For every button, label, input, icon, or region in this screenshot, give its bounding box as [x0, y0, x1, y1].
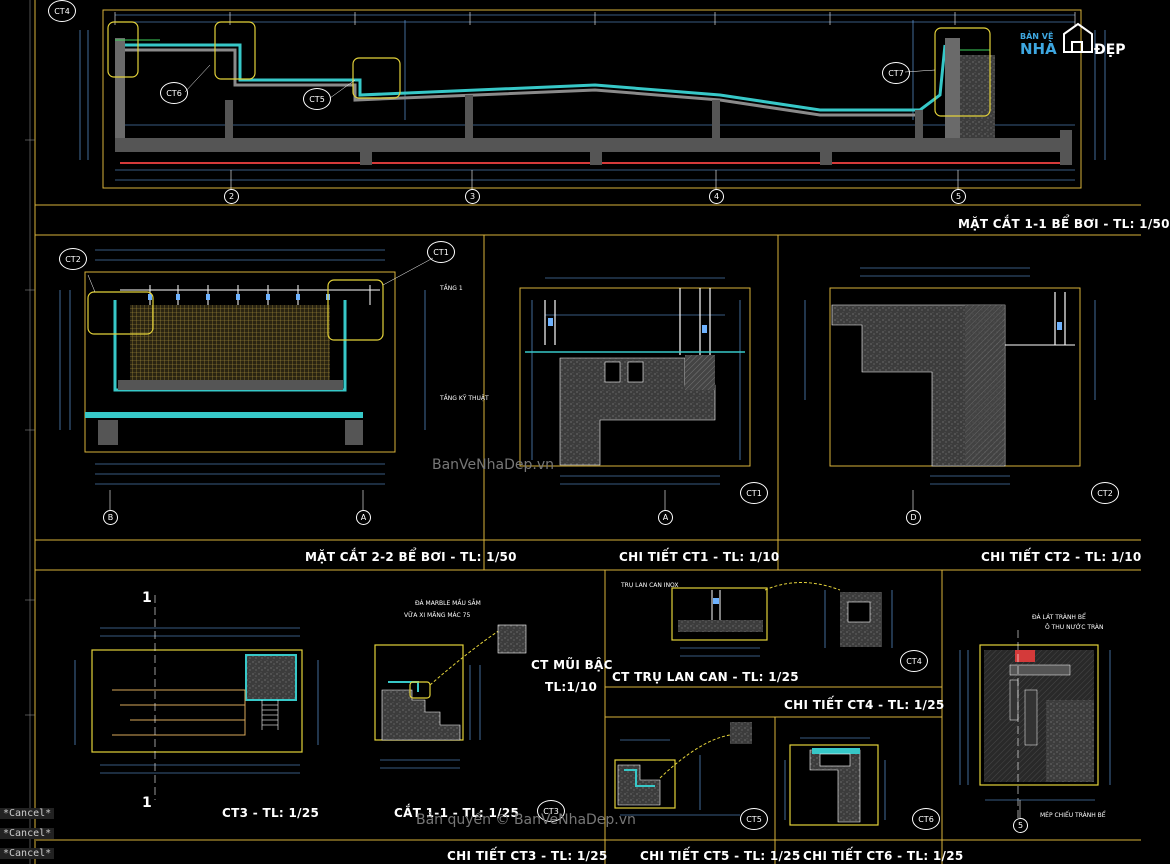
title-section-1-1: MẶT CẮT 1-1 BỂ BƠI - TL: 1/50: [958, 217, 1170, 231]
command-line-2: *Cancel*: [0, 828, 55, 839]
axis-4: 4: [709, 189, 724, 204]
command-line-1: *Cancel*: [0, 808, 55, 819]
callout-ct3[interactable]: CT3: [537, 800, 565, 822]
axis-b: B: [103, 510, 118, 525]
label-tang1: TẦNG 1: [440, 285, 463, 292]
axis-2: 2: [224, 189, 239, 204]
label-tang-kt: TẦNG KỸ THUẬT: [440, 395, 489, 402]
watermark-bottom: Bản quyền © BanVeNhaDep.vn: [416, 812, 636, 828]
watermark-mid: BanVeNhaDep.vn: [432, 457, 554, 473]
cad-drawing: [25, 0, 1141, 864]
title-detail-ct2: CHI TIẾT CT2 - TL: 1/10: [981, 550, 1142, 564]
axis-5-bottom: 5: [1013, 818, 1028, 833]
note-edge: MÉP CHIẾU TRÀNH BỂ: [1040, 812, 1106, 819]
title-detail-ct1: CHI TIẾT CT1 - TL: 1/10: [619, 550, 780, 564]
axis-d: D: [906, 510, 921, 525]
logo-line2: NHÀ: [1020, 40, 1057, 58]
title-ct-mui-bac-scale: TL:1/10: [545, 680, 598, 694]
note-marble: ĐÁ MARBLE MẦU SẪM: [415, 600, 481, 607]
note-coping: ĐÁ LÁT TRÀNH BỂ: [1032, 614, 1086, 621]
callout-ct6[interactable]: CT6: [160, 82, 188, 104]
callout-ct1[interactable]: CT1: [740, 482, 768, 504]
callout-ct2[interactable]: CT2: [1091, 482, 1119, 504]
title-ct-mui-bac: CT MŨI BẬC: [531, 658, 613, 672]
callout-ct4-bottom[interactable]: CT4: [900, 650, 928, 672]
title-ct-tru-lan-can: CT TRỤ LAN CAN - TL: 1/25: [612, 670, 799, 684]
callout-ct6-bottom[interactable]: CT6: [912, 808, 940, 830]
title-detail-ct5: CHI TIẾT CT5 - TL: 1/25: [640, 849, 801, 863]
axis-a: A: [356, 510, 371, 525]
callout-ct7[interactable]: CT7: [882, 62, 910, 84]
title-ct3: CT3 - TL: 1/25: [222, 806, 320, 820]
logo-line1: BẢN VẼ: [1020, 32, 1054, 41]
note-mortar: VỮA XI MĂNG MÁC 75: [404, 612, 471, 619]
section-mark-top: 1: [142, 590, 153, 606]
callout-ct5-bottom[interactable]: CT5: [740, 808, 768, 830]
logo-line3: ĐẸP: [1094, 42, 1126, 58]
callout-ct2-ref[interactable]: CT2: [59, 248, 87, 270]
title-section-2-2: MẶT CẮT 2-2 BỂ BƠI - TL: 1/50: [305, 550, 517, 564]
title-detail-ct4: CHI TIẾT CT4 - TL: 1/25: [784, 698, 945, 712]
brand-logo: BẢN VẼ NHÀ ĐẸP: [1016, 22, 1128, 64]
callout-ct1-ref[interactable]: CT1: [427, 241, 455, 263]
house-icon: [1063, 22, 1093, 53]
axis-5: 5: [951, 189, 966, 204]
section-mark-bottom: 1: [142, 795, 153, 811]
callout-ct5[interactable]: CT5: [303, 88, 331, 110]
title-cat-1-1: CẮT 1-1 - TL: 1/25: [394, 806, 520, 820]
note-overflow: Ô THU NƯỚC TRÀN: [1045, 624, 1104, 631]
title-detail-ct3: CHI TIẾT CT3 - TL: 1/25: [447, 849, 608, 863]
title-detail-ct6: CHI TIẾT CT6 - TL: 1/25: [803, 849, 964, 863]
axis-a-ct1: A: [658, 510, 673, 525]
note-railing: TRỤ LAN CAN INOX: [621, 582, 679, 589]
command-line-3: *Cancel*: [0, 848, 55, 859]
axis-3: 3: [465, 189, 480, 204]
callout-ct4[interactable]: CT4: [48, 0, 76, 22]
